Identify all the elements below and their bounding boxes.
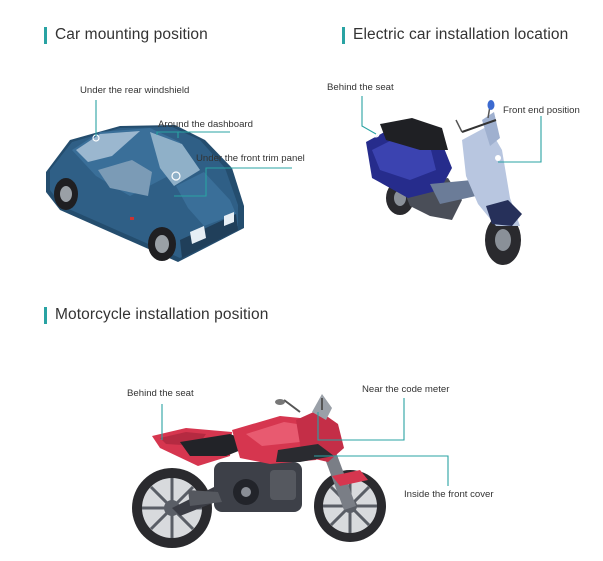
callout-code-meter bbox=[317, 398, 405, 441]
electric-callout-lines bbox=[361, 96, 542, 163]
callout-behind-seat-electric bbox=[361, 96, 377, 135]
heading-accent-bar bbox=[44, 306, 47, 324]
label-front-end: Front end position bbox=[503, 105, 580, 116]
car-section-heading: Car mounting position bbox=[44, 26, 208, 44]
electric-scooter-illustration bbox=[366, 100, 522, 265]
label-behind-seat-motorcycle: Behind the seat bbox=[127, 388, 194, 399]
motorcycle-callout-lines bbox=[161, 398, 449, 486]
motorcycle-section-title: Motorcycle installation position bbox=[55, 306, 269, 323]
callout-front-cover bbox=[314, 455, 449, 486]
electric-section-title: Electric car installation location bbox=[353, 26, 569, 43]
label-front-trim: Under the front trim panel bbox=[196, 153, 305, 164]
callout-front-end bbox=[498, 116, 542, 163]
label-behind-seat-electric: Behind the seat bbox=[327, 82, 394, 93]
heading-accent-bar bbox=[342, 26, 345, 44]
electric-section-heading: Electric car installation location bbox=[342, 26, 568, 44]
motorcycle-section-heading: Motorcycle installation position bbox=[44, 306, 268, 324]
car-illustration bbox=[46, 125, 244, 262]
car-section-title: Car mounting position bbox=[55, 26, 208, 43]
heading-accent-bar bbox=[44, 26, 47, 44]
callout-dashboard bbox=[156, 131, 230, 135]
label-front-cover: Inside the front cover bbox=[404, 489, 494, 500]
car-callout-lines bbox=[95, 100, 292, 197]
label-rear-windshield: Under the rear windshield bbox=[80, 85, 190, 96]
callout-front-trim bbox=[174, 167, 292, 197]
label-dashboard: Around the dashboard bbox=[158, 119, 253, 130]
label-code-meter: Near the code meter bbox=[362, 384, 450, 395]
motorcycle-illustration bbox=[132, 394, 386, 548]
